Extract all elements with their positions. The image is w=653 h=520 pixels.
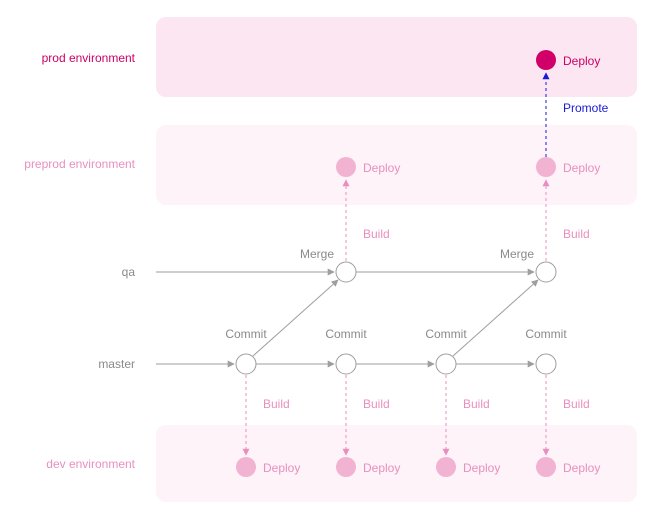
commit-node-2 — [335, 353, 357, 375]
merge-node-2 — [535, 261, 557, 283]
commit-label-1: Commit — [225, 327, 267, 341]
build-label-dev-3: Build — [463, 397, 490, 411]
preprod-deploy-label-1: Deploy — [363, 161, 400, 175]
dev-deploy-label-1: Deploy — [263, 461, 300, 475]
dev-deploy-label-3: Deploy — [463, 461, 500, 475]
preprod-environment-band — [156, 125, 637, 205]
commit-node-4 — [535, 353, 557, 375]
build-label-dev-2: Build — [363, 397, 390, 411]
commit-node-1 — [235, 353, 257, 375]
merge-label-2: Merge — [500, 247, 534, 261]
build-label-dev-1: Build — [263, 397, 290, 411]
master-branch-label: master — [98, 357, 135, 371]
merge-arrow-1 — [252, 279, 339, 357]
promote-label: Promote — [563, 101, 609, 115]
preprod-deploy-node-2 — [536, 157, 556, 177]
preprod-environment-label: preprod environment — [24, 157, 135, 171]
dev-deploy-label-2: Deploy — [363, 461, 400, 475]
dev-environment-band — [156, 425, 637, 502]
merge-node-1 — [335, 261, 357, 283]
prod-deploy-node — [536, 50, 556, 70]
commit-node-3 — [435, 353, 457, 375]
dev-deploy-node-2 — [336, 457, 356, 477]
build-label-preprod-1: Build — [363, 227, 390, 241]
dev-environment-label: dev environment — [46, 457, 135, 471]
dev-deploy-node-3 — [436, 457, 456, 477]
dev-deploy-node-1 — [236, 457, 256, 477]
prod-deploy-label: Deploy — [563, 54, 600, 68]
merge-arrow-2 — [452, 279, 539, 357]
build-label-dev-4: Build — [563, 397, 590, 411]
prod-environment-label: prod environment — [42, 51, 136, 65]
preprod-deploy-node-1 — [336, 157, 356, 177]
build-label-preprod-2: Build — [563, 227, 590, 241]
qa-branch-label: qa — [122, 265, 136, 279]
prod-environment-band — [156, 17, 637, 97]
preprod-deploy-label-2: Deploy — [563, 161, 600, 175]
commit-label-4: Commit — [525, 327, 567, 341]
commit-label-2: Commit — [325, 327, 367, 341]
merge-label-1: Merge — [300, 247, 334, 261]
dev-deploy-node-4 — [536, 457, 556, 477]
dev-deploy-label-4: Deploy — [563, 461, 600, 475]
commit-label-3: Commit — [425, 327, 467, 341]
